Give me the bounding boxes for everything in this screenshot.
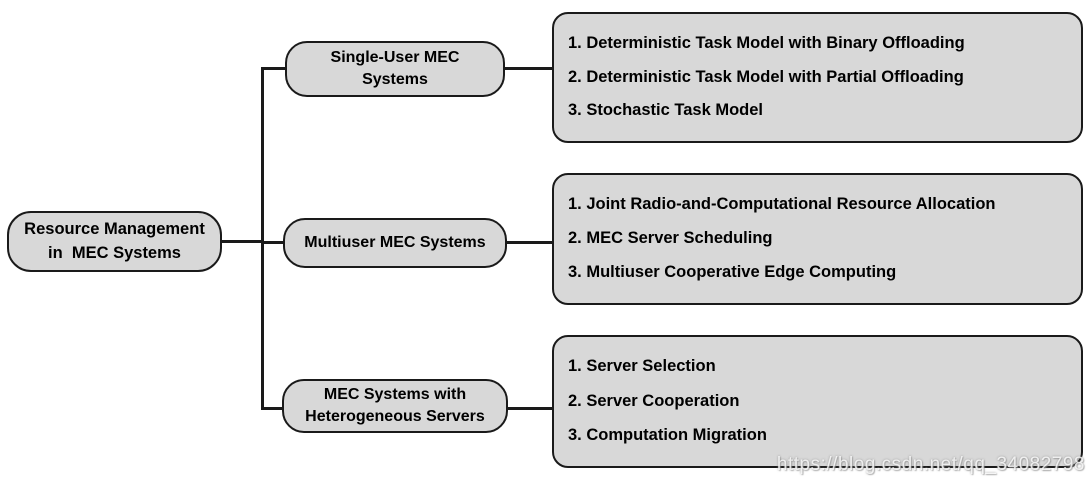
connector-root-to-trunk: [221, 240, 264, 243]
detail-box-multiuser-topics: 1. Joint Radio-and-Computational Resourc…: [552, 173, 1083, 305]
branch-label-line: Systems: [362, 71, 428, 88]
root-label: Resource Management in MEC Systems: [24, 218, 205, 266]
list-item: 1. Deterministic Task Model with Binary …: [568, 33, 965, 52]
list-item: 3. Multiuser Cooperative Edge Computing: [568, 263, 897, 282]
connector-branch2-right: [505, 241, 554, 244]
list-item: 1. Server Selection: [568, 357, 716, 376]
branch-box-heterogeneous-servers: MEC Systems with Heterogeneous Servers: [282, 379, 508, 433]
list-item: 2. MEC Server Scheduling: [568, 229, 773, 248]
list-item: 3. Computation Migration: [568, 425, 767, 444]
connector-branch3-right: [506, 407, 554, 410]
connector-branch3-left: [261, 407, 285, 410]
root-label-line2: in MEC Systems: [48, 243, 181, 262]
list-item: 2. Deterministic Task Model with Partial…: [568, 67, 964, 86]
branch-label: Multiuser MEC Systems: [304, 232, 485, 254]
list-item: 2. Server Cooperation: [568, 391, 740, 410]
detail-box-heterogeneous-topics: 1. Server Selection 2. Server Cooperatio…: [552, 335, 1083, 468]
root-box-resource-management: Resource Management in MEC Systems: [7, 211, 222, 272]
list-item: 3. Stochastic Task Model: [568, 101, 764, 120]
branch-label-line: Multiuser MEC Systems: [304, 234, 486, 252]
branch-box-single-user-mec: Single-User MEC Systems: [285, 41, 505, 97]
watermark-url: https://blog.csdn.net/qq_34082798: [776, 454, 1085, 475]
branch-label-line: Single-User MEC: [330, 49, 460, 67]
branch-label-line: Heterogeneous Servers: [305, 408, 485, 425]
branch-label: Single-User MEC Systems: [331, 47, 460, 90]
list-item: 1. Joint Radio-and-Computational Resourc…: [568, 195, 996, 214]
connector-branch1-right: [503, 67, 554, 70]
branch-label: MEC Systems with Heterogeneous Servers: [305, 384, 485, 427]
branch-box-multiuser-mec: Multiuser MEC Systems: [283, 218, 507, 268]
connector-trunk: [261, 67, 264, 410]
connector-branch2-left: [261, 241, 286, 244]
branch-label-line: MEC Systems with: [323, 386, 467, 404]
root-label-line1: Resource Management: [24, 219, 205, 238]
detail-box-single-user-topics: 1. Deterministic Task Model with Binary …: [552, 12, 1083, 143]
connector-branch1-left: [261, 67, 288, 70]
